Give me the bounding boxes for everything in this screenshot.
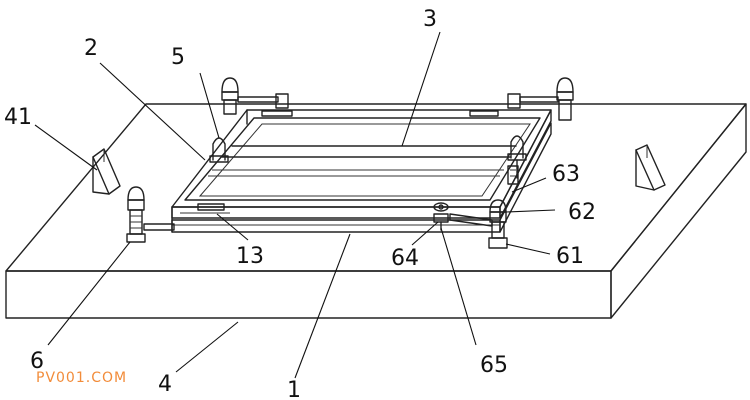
frame-assembly — [171, 109, 552, 233]
label-61: 61 — [556, 244, 584, 269]
label-3: 3 — [423, 7, 437, 32]
label-1: 1 — [287, 378, 301, 400]
watermark-text: PV001.COM — [36, 370, 127, 386]
label-63: 63 — [552, 162, 580, 187]
label-65: 65 — [480, 353, 508, 378]
bolt-post-front-left — [126, 186, 175, 243]
label-2: 2 — [84, 36, 98, 61]
right-handle — [635, 144, 666, 191]
leader-lines — [34, 31, 556, 379]
lifting-ring-left — [209, 137, 229, 163]
bolt-post-back-right — [507, 77, 574, 121]
bolt-post-back-left — [221, 77, 289, 115]
base-plate — [5, 103, 747, 319]
label-4: 4 — [158, 372, 172, 397]
label-41: 41 — [4, 105, 32, 130]
bolt-post-front-right — [449, 199, 508, 249]
label-6: 6 — [30, 349, 44, 374]
left-handle — [92, 148, 121, 195]
lifting-ring-right — [507, 135, 527, 179]
label-5: 5 — [171, 45, 185, 70]
label-13: 13 — [236, 244, 264, 269]
label-64: 64 — [391, 246, 419, 271]
label-62: 62 — [568, 200, 596, 225]
